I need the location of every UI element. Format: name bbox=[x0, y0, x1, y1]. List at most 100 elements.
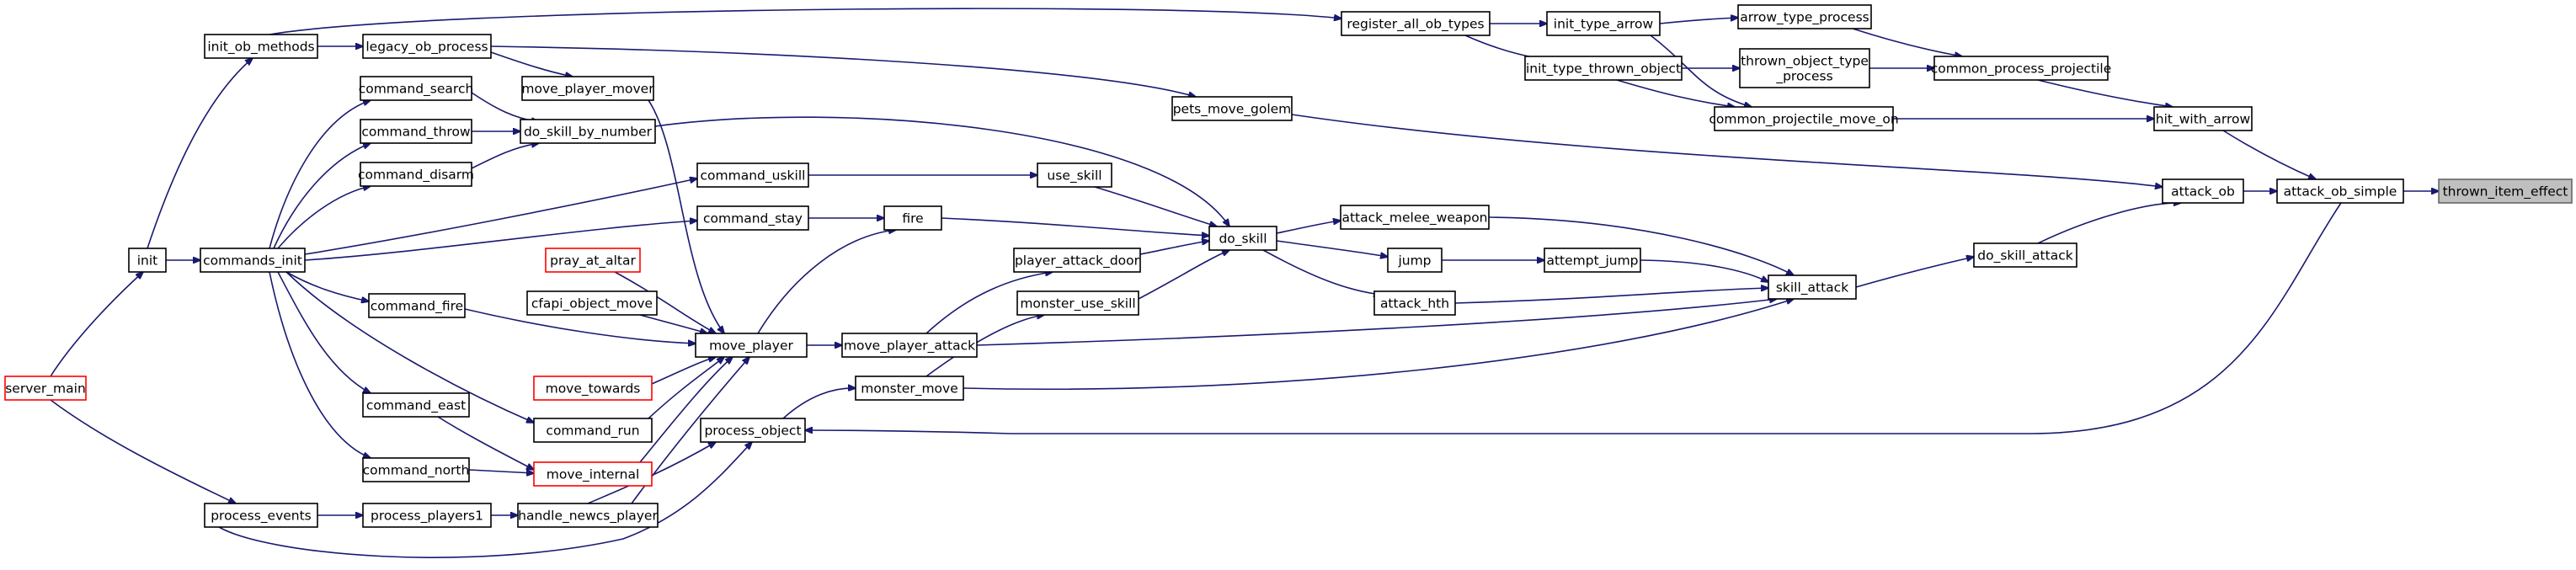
edge-pets_move_golem-to-attack_ob bbox=[1291, 114, 2163, 187]
node-label: move_towards bbox=[546, 381, 641, 397]
edge-move_player_mover-to-move_player bbox=[648, 99, 724, 333]
node-box bbox=[533, 418, 653, 443]
node-legacy_ob_process[interactable]: legacy_ob_process bbox=[362, 34, 492, 59]
node-cfapi_object_move[interactable]: cfapi_object_move bbox=[526, 290, 658, 316]
node-attack_hth[interactable]: attack_hth bbox=[1373, 290, 1456, 316]
node-arrow_type_process[interactable]: arrow_type_process bbox=[1737, 4, 1872, 29]
node-label: pets_move_golem bbox=[1173, 102, 1292, 118]
node-command_east[interactable]: command_east bbox=[362, 392, 470, 418]
node-do_skill[interactable]: do_skill bbox=[1208, 226, 1277, 251]
edge-cfapi_object_move-to-move_player bbox=[639, 314, 707, 333]
node-process_events[interactable]: process_events bbox=[204, 503, 318, 528]
node-jump[interactable]: jump bbox=[1387, 248, 1443, 273]
node-command_disarm[interactable]: command_disarm bbox=[358, 162, 474, 187]
node-commands_init[interactable]: commands_init bbox=[200, 248, 306, 273]
node-label: skill_attack bbox=[1776, 280, 1848, 296]
node-label: cfapi_object_move bbox=[531, 296, 653, 312]
node-command_run[interactable]: command_run bbox=[533, 418, 653, 443]
node-thrown_object_type_process[interactable]: thrown_object_type_process bbox=[1739, 48, 1870, 88]
node-move_towards[interactable]: move_towards bbox=[533, 376, 653, 401]
node-box bbox=[360, 119, 472, 144]
node-command_north[interactable]: command_north bbox=[362, 457, 470, 482]
node-handle_newcs_player[interactable]: handle_newcs_player bbox=[517, 503, 659, 528]
edge-monster_use_skill-to-do_skill bbox=[1138, 250, 1229, 300]
node-attack_melee_weapon[interactable]: attack_melee_weapon bbox=[1340, 205, 1490, 230]
node-label: process_players1 bbox=[371, 509, 483, 525]
node-register_all_ob_types[interactable]: register_all_ob_types bbox=[1341, 11, 1491, 36]
node-init[interactable]: init bbox=[128, 248, 167, 273]
node-label: server_main bbox=[5, 381, 86, 397]
node-fire[interactable]: fire bbox=[883, 205, 942, 231]
node-box bbox=[1546, 11, 1661, 36]
node-label: attempt_jump bbox=[1546, 253, 1638, 269]
node-label: legacy_ob_process bbox=[365, 40, 488, 56]
node-box bbox=[362, 392, 470, 418]
node-pets_move_golem[interactable]: pets_move_golem bbox=[1171, 96, 1293, 121]
node-init_type_arrow[interactable]: init_type_arrow bbox=[1546, 11, 1661, 36]
node-label: process_events bbox=[211, 509, 312, 525]
node-box bbox=[4, 376, 87, 401]
node-common_process_projectile[interactable]: common_process_projectile bbox=[1931, 56, 2112, 81]
edge-do_skill_attack-to-attack_ob bbox=[2037, 203, 2181, 244]
node-box bbox=[1768, 274, 1857, 300]
node-init_ob_methods[interactable]: init_ob_methods bbox=[204, 34, 318, 59]
node-command_search[interactable]: command_search bbox=[359, 76, 474, 101]
node-label: move_player_attack bbox=[844, 338, 975, 354]
node-move_player_mover[interactable]: move_player_mover bbox=[521, 76, 654, 101]
node-box bbox=[1737, 4, 1872, 29]
node-attack_ob[interactable]: attack_ob bbox=[2162, 178, 2244, 204]
node-monster_use_skill[interactable]: monster_use_skill bbox=[1016, 290, 1139, 316]
node-do_skill_attack[interactable]: do_skill_attack bbox=[1973, 242, 2077, 268]
node-do_skill_by_number[interactable]: do_skill_by_number bbox=[520, 119, 656, 144]
edge-commands_init-to-command_north bbox=[269, 271, 371, 458]
node-label: do_skill_attack bbox=[1977, 248, 2072, 264]
node-process_object[interactable]: process_object bbox=[700, 418, 806, 443]
node-thrown_item_effect[interactable]: thrown_item_effect bbox=[2438, 178, 2573, 204]
node-label: thrown_object_type_process bbox=[1741, 54, 1869, 85]
node-label: hit_with_arrow bbox=[2156, 112, 2251, 128]
node-hit_with_arrow[interactable]: hit_with_arrow bbox=[2153, 106, 2253, 131]
node-label: init_ob_methods bbox=[207, 40, 314, 56]
node-box bbox=[520, 119, 656, 144]
node-player_attack_door[interactable]: player_attack_door bbox=[1013, 248, 1141, 273]
node-common_projectile_move_on[interactable]: common_projectile_move_on bbox=[1709, 106, 1899, 131]
node-command_fire[interactable]: command_fire bbox=[368, 293, 466, 318]
node-pray_at_altar[interactable]: pray_at_altar bbox=[545, 248, 641, 273]
node-label: move_internal bbox=[547, 467, 640, 483]
node-move_player_attack[interactable]: move_player_attack bbox=[841, 333, 978, 358]
node-label: monster_use_skill bbox=[1020, 296, 1135, 312]
node-init_type_thrown_object[interactable]: init_type_thrown_object bbox=[1524, 56, 1683, 81]
node-use_skill[interactable]: use_skill bbox=[1037, 162, 1112, 188]
node-box bbox=[1933, 56, 2109, 81]
edge-process_object-to-monster_move bbox=[782, 388, 856, 419]
node-command_stay[interactable]: command_stay bbox=[696, 205, 809, 231]
node-attack_ob_simple[interactable]: attack_ob_simple bbox=[2276, 178, 2404, 204]
node-label: common_projectile_move_on bbox=[1709, 112, 1898, 128]
edge-commands_init-to-command_fire bbox=[285, 271, 369, 301]
node-attempt_jump[interactable]: attempt_jump bbox=[1544, 248, 1641, 273]
node-monster_move[interactable]: monster_move bbox=[855, 376, 964, 401]
node-skill_attack[interactable]: skill_attack bbox=[1768, 274, 1857, 300]
node-label: command_uskill bbox=[701, 168, 806, 184]
node-process_players1[interactable]: process_players1 bbox=[362, 503, 492, 528]
edge-common_process_projectile-to-hit_with_arrow bbox=[2037, 79, 2173, 107]
node-server_main[interactable]: server_main bbox=[4, 376, 87, 401]
node-box bbox=[526, 290, 658, 316]
node-command_uskill[interactable]: command_uskill bbox=[696, 162, 809, 188]
node-box bbox=[1037, 162, 1112, 188]
node-label: thrown_item_effect bbox=[2443, 184, 2568, 200]
node-box bbox=[521, 76, 654, 101]
node-layer: init_ob_methods legacy_ob_process register… bbox=[4, 4, 2573, 528]
node-command_throw[interactable]: command_throw bbox=[360, 119, 472, 144]
edge-init_ob_methods-to-register_all_ob_types bbox=[269, 8, 1341, 35]
edge-commands_init-to-command_stay bbox=[304, 221, 697, 261]
edge-commands_init-to-command_throw bbox=[273, 143, 371, 249]
node-box bbox=[1387, 248, 1443, 273]
node-move_player[interactable]: move_player bbox=[695, 333, 808, 358]
node-label: monster_move bbox=[861, 381, 958, 397]
node-move_internal[interactable]: move_internal bbox=[533, 461, 653, 487]
node-box bbox=[1013, 248, 1141, 273]
node-label: move_player bbox=[709, 338, 793, 354]
node-box bbox=[696, 205, 809, 231]
edge-command_east-to-move_internal bbox=[437, 416, 534, 470]
